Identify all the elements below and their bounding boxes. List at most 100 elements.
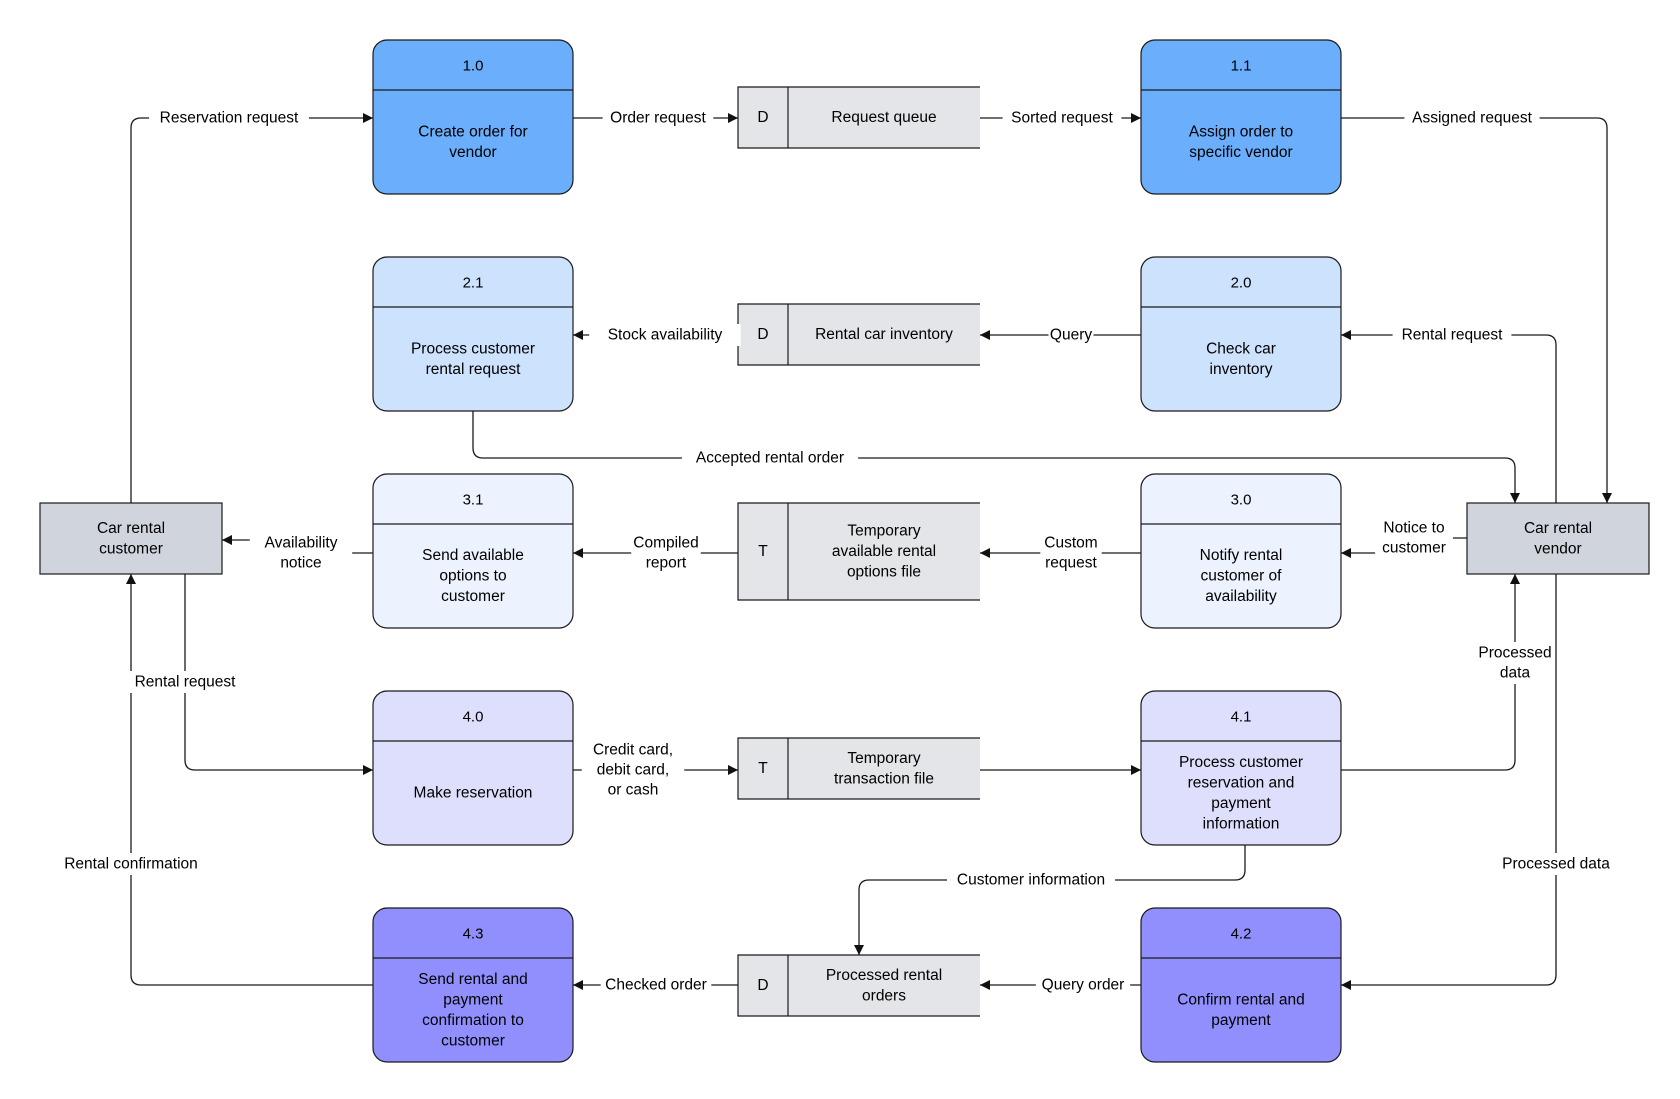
flow-label: Rental confirmation xyxy=(51,853,211,875)
store-label: available rental xyxy=(832,543,936,560)
flow-label-text: report xyxy=(646,555,687,572)
flow-label-bg xyxy=(1048,324,1094,346)
process-box xyxy=(1140,690,1342,846)
flow-label-text: Query order xyxy=(1042,977,1125,994)
entity-label: vendor xyxy=(1534,540,1581,557)
flow-label-bg xyxy=(602,107,714,129)
process-box xyxy=(1140,907,1342,1063)
flow-label-text: Assigned request xyxy=(1412,110,1532,127)
flow-label: Processed data xyxy=(1496,853,1616,875)
flow-label: Query xyxy=(1048,324,1094,346)
flow-label-bg xyxy=(581,739,685,801)
process-number: 4.2 xyxy=(1231,926,1252,943)
flow-label-bg xyxy=(1496,853,1616,875)
process-label: vendor xyxy=(449,144,496,161)
flow-label-bg xyxy=(1375,517,1453,559)
store-code: T xyxy=(758,543,768,560)
flow-label: Assigned request xyxy=(1404,107,1540,129)
flow-label: Accepted rental order xyxy=(681,447,859,469)
entity-box xyxy=(1466,502,1650,575)
store-outline xyxy=(737,737,980,800)
process-label: confirmation to xyxy=(422,1012,524,1029)
process-label: options to xyxy=(439,568,506,585)
process-label: customer xyxy=(441,588,505,605)
store-code: D xyxy=(757,977,768,994)
store-label: Temporary xyxy=(847,750,920,767)
flow-label-text: Processed xyxy=(1478,645,1551,662)
flow-label-text: Sorted request xyxy=(1011,110,1113,127)
flow-arrow xyxy=(126,574,373,986)
flow-label-bg xyxy=(51,853,211,875)
flow-label: Credit card,debit card,or cash xyxy=(581,739,685,801)
process-box xyxy=(372,690,574,846)
flow-label-bg xyxy=(631,532,701,574)
process-label: customer xyxy=(441,1032,505,1049)
flow-label-bg xyxy=(125,671,245,693)
flow-arrow xyxy=(1341,574,1557,990)
process-label: Assign order to xyxy=(1189,123,1293,140)
flow-label-text: Credit card, xyxy=(593,742,673,759)
flow-label-text: Order request xyxy=(610,110,706,127)
entity-customer[interactable]: Car rental customer xyxy=(39,502,223,575)
flow-label: Checked order xyxy=(600,974,712,996)
process-label: Send available xyxy=(422,547,524,564)
flow-label: Rental request xyxy=(1392,324,1512,346)
process-label: reservation and xyxy=(1188,774,1295,791)
entity-label: Car rental xyxy=(97,520,165,537)
flow-label-text: Query xyxy=(1050,327,1092,344)
flow-label-text: Availability xyxy=(265,535,338,552)
store-outline xyxy=(737,502,980,601)
process-label: payment xyxy=(1211,1012,1271,1029)
flow-label: Processed data xyxy=(1476,642,1554,684)
flow-label-text: request xyxy=(1045,555,1097,572)
flow-arrow xyxy=(130,113,373,503)
flow-label-text: data xyxy=(1500,665,1531,682)
flow-label: Order request xyxy=(602,107,714,129)
process-number: 4.3 xyxy=(463,926,484,943)
process-box xyxy=(372,39,574,195)
flow-label-bg xyxy=(589,324,741,346)
process-label: Send rental and xyxy=(418,971,527,988)
flow-label-bg xyxy=(1035,974,1131,996)
process-label: availability xyxy=(1205,588,1277,605)
process-label: payment xyxy=(1211,795,1271,812)
flow-label: Sorted request xyxy=(1002,107,1122,129)
entity-label: customer xyxy=(99,540,163,557)
store-code: T xyxy=(758,760,768,777)
process-label: payment xyxy=(443,991,503,1008)
flow-label-bg xyxy=(1404,107,1540,129)
store-fill xyxy=(738,304,980,365)
process-number: 4.1 xyxy=(1231,709,1252,726)
flow-arrow xyxy=(472,411,1520,503)
flow-label-bg xyxy=(947,869,1115,891)
store-code: D xyxy=(757,109,768,126)
flow-label-text: Accepted rental order xyxy=(696,450,844,467)
store-code: D xyxy=(757,326,768,343)
flow-label-bg xyxy=(1392,324,1512,346)
flow-label-bg xyxy=(1476,642,1554,684)
process-number: 3.1 xyxy=(463,492,484,509)
process-box xyxy=(1140,256,1342,412)
flow-label-text: Notice to xyxy=(1383,520,1444,537)
process-number: 2.0 xyxy=(1231,275,1252,292)
store-label: orders xyxy=(862,987,906,1004)
